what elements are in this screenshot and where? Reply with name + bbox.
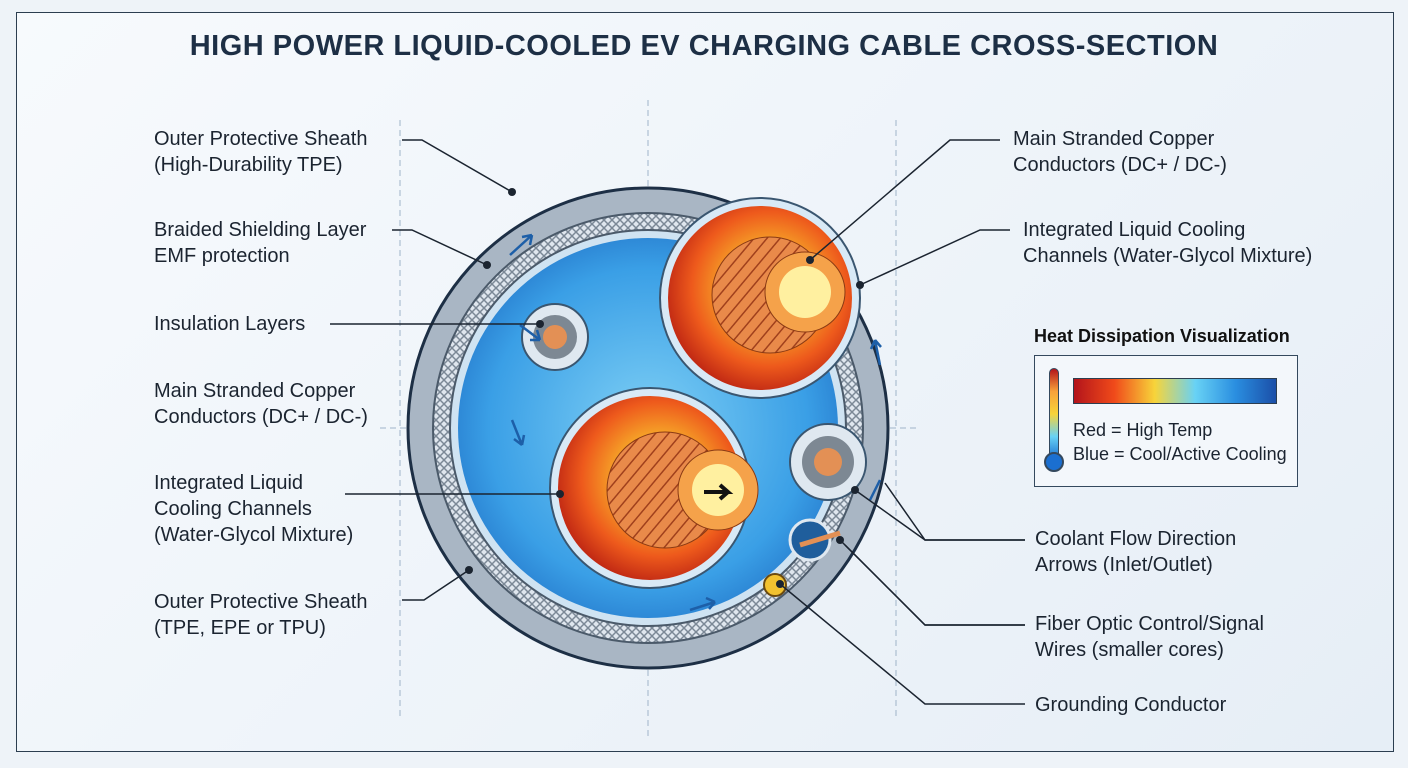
legend-title: Heat Dissipation Visualization bbox=[1034, 326, 1290, 346]
label-grounding: Grounding Conductor bbox=[1035, 694, 1227, 716]
temperature-gradient-bar bbox=[1073, 378, 1277, 404]
legend-red-text: Red = High Temp bbox=[1073, 420, 1213, 440]
legend-blue-text: Blue = Cool/Active Cooling bbox=[1073, 444, 1287, 464]
thermometer-icon bbox=[1049, 368, 1059, 460]
fiber-optic-core bbox=[788, 518, 841, 562]
insulated-core-left bbox=[521, 303, 589, 371]
label-outer-sheath: Outer Protective Sheath(High-Durability … bbox=[154, 128, 368, 176]
heat-legend: Red = High Temp Blue = Cool/Active Cooli… bbox=[1034, 355, 1298, 487]
conductor-dc-minus bbox=[549, 387, 759, 589]
coolant-flow-arrows bbox=[509, 233, 882, 612]
insulated-core-right bbox=[789, 423, 867, 501]
leader-dots bbox=[465, 188, 864, 588]
thermometer-bulb-icon bbox=[1044, 452, 1064, 472]
page-title: HIGH POWER LIQUID-COOLED EV CHARGING CAB… bbox=[189, 30, 1219, 62]
leader-lines bbox=[330, 139, 1025, 705]
grounding-conductor bbox=[763, 573, 787, 597]
label-insulation: Insulation Layers bbox=[154, 313, 306, 335]
conductor-dc-plus bbox=[659, 197, 861, 399]
label-outer-sheath-bottom: Outer Protective Sheath(TPE, EPE or TPU) bbox=[154, 591, 368, 639]
